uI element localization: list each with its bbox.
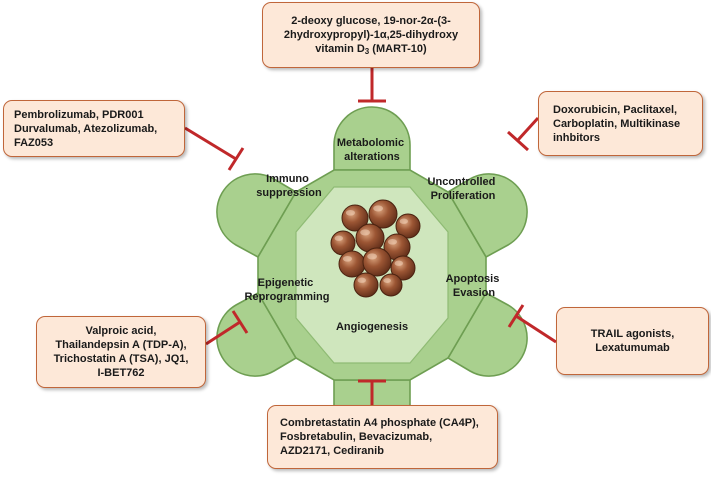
- tumor-cell: [379, 273, 403, 297]
- tumor-cell-highlight: [342, 255, 353, 262]
- hallmark-labels: Metabolomic alterations Uncontrolled Pro…: [245, 137, 503, 333]
- tumor-cell-highlight: [334, 235, 343, 241]
- tumor-cell-highlight: [399, 218, 408, 224]
- box-line: TRAIL agonists,: [590, 328, 675, 340]
- box-line: Pembrolizumab, PDR001: [14, 108, 144, 121]
- label-epigenetic: Epigenetic Reprogramming: [245, 277, 330, 303]
- box-line: FAZ053: [14, 136, 54, 149]
- tumor-cell: [353, 272, 379, 298]
- label-proliferation: Uncontrolled Proliferation: [428, 176, 499, 202]
- inhibitor-angiogenesis: [358, 379, 386, 405]
- box-line: Lexatumumab: [595, 342, 670, 354]
- box-line: Carboplatin, Multikinase: [553, 117, 681, 130]
- inhibitor-proliferation: [506, 116, 540, 152]
- petal-immuno: [216, 173, 298, 259]
- tumor-cell-cluster: [330, 199, 421, 298]
- inhibitor-box-metabolomic: 2-deoxy glucose, 19-nor-2α-(3- 2hydroxyp…: [262, 2, 480, 68]
- box-line: Trichostatin A (TSA), JQ1,: [53, 353, 189, 365]
- tumor-cell-highlight: [394, 260, 403, 266]
- inhibitor-metabolomic: [358, 68, 386, 103]
- label-angiogenesis: Angiogenesis: [336, 321, 408, 333]
- box-line: 2-deoxy glucose, 19-nor-2α-(3-: [291, 15, 451, 27]
- inhibitor-box-proliferation: Doxorubicin, Paclitaxel, Carboplatin, Mu…: [538, 91, 703, 156]
- tumor-cell-highlight: [345, 209, 356, 216]
- box-line: inhbitors: [553, 131, 601, 144]
- label-immuno: Immuno suppression: [256, 173, 322, 199]
- tumor-cell: [362, 247, 392, 277]
- box-line: Durvalumab, Atezolizumab,: [14, 122, 158, 135]
- box-line: Combretastatin A4 phosphate (CA4P),: [280, 417, 479, 429]
- inhibition-connectors: [184, 68, 557, 405]
- inhibitor-apoptosis: [507, 304, 557, 344]
- inhibitor-box-epigenetic: Valproic acid, Thailandepsin A (TDP-A), …: [36, 316, 206, 388]
- box-line: Fosbretabulin, Bevacizumab,: [280, 431, 433, 443]
- box-line: 2hydroxypropyl)-1α,25-dihydroxy: [283, 29, 459, 41]
- petal-metabolomic: [333, 106, 411, 171]
- box-line: AZD2171, Cediranib: [280, 445, 384, 457]
- box-line: vitamin D3 (MART-10): [315, 43, 427, 56]
- box-line: I-BET762: [97, 367, 145, 379]
- tumor-cell: [368, 199, 398, 229]
- tumor-cell-highlight: [383, 278, 391, 284]
- petals: [216, 106, 528, 444]
- inhibitor-box-immuno: Pembrolizumab, PDR001 Durvalumab, Atezol…: [3, 100, 185, 157]
- petal-epigenetic: [216, 291, 298, 377]
- petal-proliferation: [446, 173, 528, 259]
- box-line: Valproic acid,: [85, 325, 157, 337]
- inhibitor-epigenetic: [205, 310, 249, 346]
- tumor-cell-highlight: [387, 238, 398, 245]
- tumor-cell: [338, 250, 366, 278]
- inhibitor-box-angiogenesis: Combretastatin A4 phosphate (CA4P), Fosb…: [267, 405, 498, 469]
- inhibitor-box-apoptosis: TRAIL agonists, Lexatumumab: [556, 307, 709, 375]
- tumor-cell-highlight: [367, 253, 377, 260]
- inhibitor-immuno: [184, 126, 245, 171]
- box-line: Thailandepsin A (TDP-A),: [55, 339, 187, 351]
- tumor-cell-highlight: [357, 277, 366, 283]
- label-apoptosis: Apoptosis Evasion: [446, 273, 503, 299]
- tumor-cell-highlight: [360, 229, 370, 236]
- tumor-cell-highlight: [373, 205, 383, 212]
- label-metabolomic: Metabolomic alterations: [337, 137, 407, 163]
- box-line: Doxorubicin, Paclitaxel,: [553, 103, 678, 116]
